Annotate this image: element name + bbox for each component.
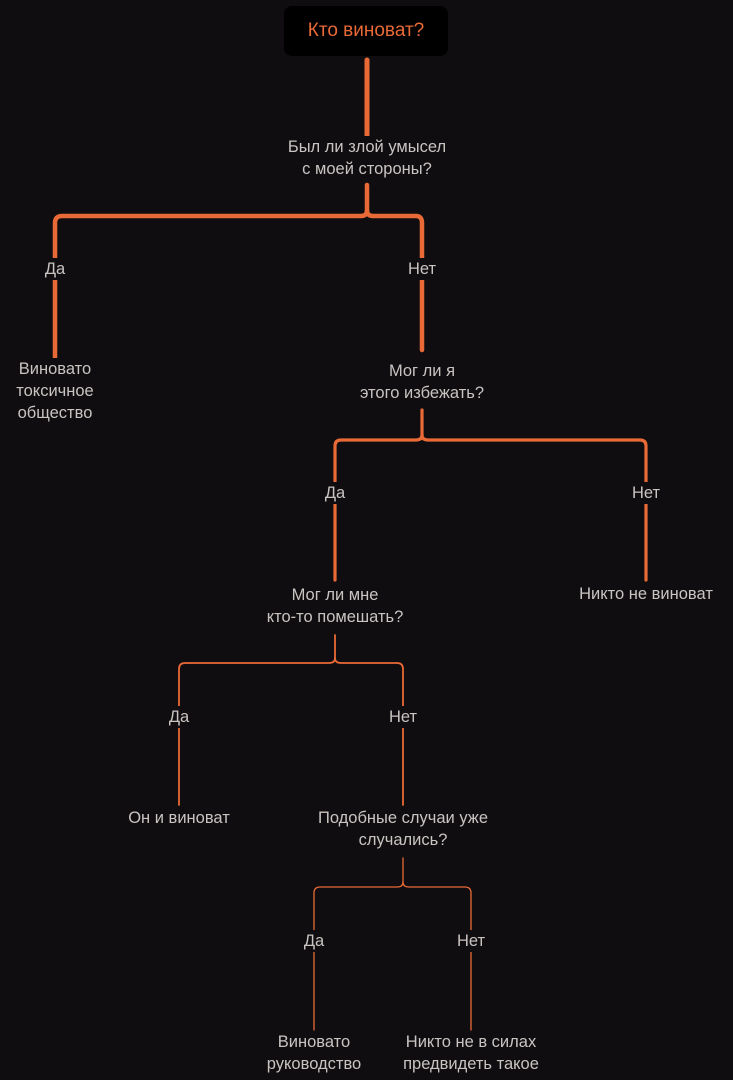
answer-no-malice: Нет [405, 258, 439, 280]
question-happened-before-line1: Подобные случаи уже [317, 809, 489, 827]
root-question-box: Кто виноват? [284, 6, 448, 56]
leaf-management-guilty-line1: Виновато [277, 1033, 351, 1051]
question-malice: Был ли злой умысел с моей стороны? [285, 136, 449, 180]
edge-q2-split [333, 408, 424, 582]
root-question: Кто виноват? [307, 20, 425, 41]
question-avoid-line1: Мог ли я [388, 362, 456, 380]
question-avoid: Мог ли я этого избежать? [357, 360, 487, 404]
question-malice-line2: с моей стороны? [302, 160, 432, 178]
edge-q3-split [178, 634, 336, 806]
edge-q4-no [402, 881, 472, 1031]
question-interference-line2: кто-то помешать? [266, 608, 404, 626]
leaf-management-guilty: Виновато руководство [264, 1031, 364, 1075]
leaf-unforeseeable-line1: Никто не в силах [405, 1033, 537, 1051]
leaf-nobody-guilty: Никто не виноват [577, 583, 715, 605]
leaf-unforeseeable: Никто не в силах предвидеть такое [401, 1031, 541, 1075]
question-avoid-line2: этого избежать? [359, 384, 485, 402]
answer-yes-happened-before: Да [301, 930, 327, 952]
edge-q2-no [420, 433, 648, 582]
answer-no-interference: Нет [386, 706, 420, 728]
question-happened-before: Подобные случаи уже случались? [315, 807, 491, 851]
edge-q1-split [52, 182, 370, 381]
edge-q4-split [313, 857, 404, 1031]
leaf-management-guilty-line2: руководство [266, 1055, 362, 1073]
answer-no-happened-before: Нет [454, 930, 488, 952]
leaf-toxic-society-line3: общество [17, 404, 93, 422]
leaf-toxic-society-line1: Виновато [18, 360, 92, 378]
question-malice-line1: Был ли злой умысел [287, 138, 447, 156]
answer-yes-avoid: Да [322, 482, 348, 504]
leaf-toxic-society-line2: токсичное [16, 382, 94, 400]
edge-q3-no [334, 657, 404, 806]
leaf-he-is-guilty: Он и виноват [126, 807, 232, 829]
answer-yes-malice: Да [42, 258, 68, 280]
leaf-toxic-society: Виновато токсичное общество [14, 358, 96, 424]
edge-q1-no [364, 207, 425, 353]
answer-no-avoid: Нет [629, 482, 663, 504]
leaf-unforeseeable-line2: предвидеть такое [403, 1055, 539, 1073]
question-interference: Мог ли мне кто-то помешать? [264, 584, 406, 628]
question-interference-line1: Мог ли мне [291, 586, 379, 604]
question-happened-before-line2: случались? [358, 831, 448, 849]
answer-yes-interference: Да [166, 706, 192, 728]
